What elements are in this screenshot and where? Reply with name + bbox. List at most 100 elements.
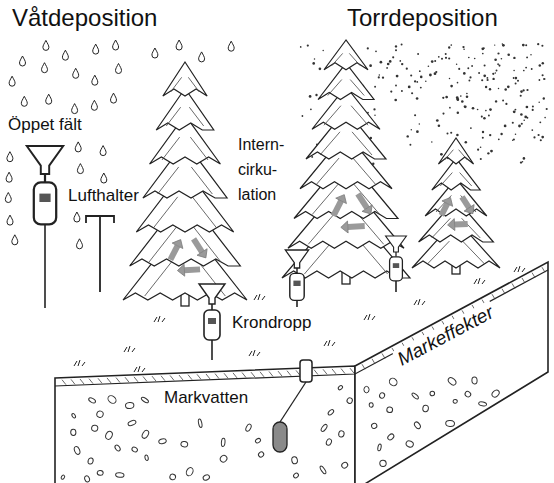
stone — [96, 410, 104, 418]
rain-drop — [113, 40, 119, 50]
dry-particle — [531, 129, 533, 131]
recycle-arrow — [194, 239, 203, 252]
dry-particle — [463, 48, 465, 50]
dry-particle — [431, 60, 434, 63]
dry-particle — [380, 61, 383, 64]
dry-particle — [495, 72, 497, 74]
dry-particle — [537, 43, 539, 45]
dry-particle — [538, 101, 539, 102]
stone — [387, 433, 395, 441]
open-field-sampler — [27, 146, 63, 224]
dry-particle — [441, 58, 443, 60]
tree-twigs — [332, 53, 361, 65]
grass-tuft — [124, 346, 135, 352]
humus-hatch — [161, 376, 165, 381]
recycle-arrow — [348, 223, 365, 230]
stone — [447, 376, 457, 386]
tree-branches — [324, 40, 368, 70]
sampler-pole — [44, 224, 46, 308]
stone — [84, 475, 91, 482]
humus-hatch — [522, 278, 525, 283]
rain-drop — [43, 40, 49, 50]
rain-drop — [6, 172, 12, 182]
dry-particle — [416, 130, 419, 133]
humus-hatch — [269, 371, 273, 376]
rain-drop — [199, 52, 205, 62]
recycle-arrow — [184, 266, 200, 273]
dry-particle — [494, 58, 497, 61]
recycle-arrow — [462, 197, 469, 208]
dry-particle — [450, 132, 452, 134]
dry-particle — [386, 67, 388, 69]
dry-particle — [416, 97, 419, 100]
dry-particle — [367, 47, 369, 49]
stone — [104, 430, 113, 440]
dry-particle — [515, 83, 517, 85]
dry-particle — [440, 153, 443, 156]
dry-particle — [532, 105, 534, 107]
rain-drop — [77, 164, 83, 174]
tree-twigs — [328, 80, 364, 96]
stone — [327, 409, 334, 416]
stone — [446, 420, 455, 427]
dry-particle — [401, 90, 403, 92]
rain-drop — [62, 50, 68, 60]
dry-particle — [448, 57, 450, 59]
dry-particle — [416, 81, 418, 83]
dry-particle — [502, 99, 504, 101]
stone — [319, 465, 327, 474]
rain-drop — [228, 41, 234, 51]
dry-particle — [520, 113, 523, 116]
tree-branches — [438, 138, 473, 164]
dry-particle — [525, 44, 527, 46]
humus-hatch — [80, 379, 84, 384]
dry-particle — [515, 134, 517, 136]
rain-drop — [77, 239, 83, 249]
stone — [219, 454, 228, 463]
stone — [422, 405, 428, 412]
dry-particle — [465, 141, 468, 144]
dry-particle — [446, 96, 448, 98]
dry-particle — [523, 157, 526, 160]
sampler-pole — [296, 300, 298, 307]
dry-particle — [411, 92, 413, 94]
tree-twigs — [440, 173, 471, 186]
dry-particle — [395, 45, 397, 47]
stone — [158, 438, 166, 444]
dry-particle — [483, 74, 486, 77]
humus-hatch — [215, 374, 219, 379]
dry-particle — [390, 91, 392, 93]
dry-particle — [419, 70, 421, 72]
rain-drop — [46, 94, 52, 104]
tree-branches — [412, 219, 500, 268]
dry-particle — [504, 125, 507, 128]
dry-particle — [467, 67, 469, 69]
sampler-label: Markvatten — [162, 388, 250, 408]
recycle-arrow — [441, 204, 447, 216]
humus-hatch — [332, 369, 336, 374]
dry-particle — [488, 115, 490, 117]
stone — [198, 419, 203, 428]
dry-particle — [425, 81, 427, 83]
dry-particle — [477, 149, 479, 151]
dry-particle — [417, 53, 419, 55]
stone — [320, 424, 328, 433]
dry-particle — [396, 75, 399, 78]
humus-hatch — [260, 372, 264, 377]
stone — [405, 440, 414, 448]
humus-hatch — [362, 364, 365, 369]
dry-particle — [541, 45, 543, 47]
humus-hatch — [502, 289, 505, 294]
stone — [491, 389, 501, 399]
dry-particle — [458, 68, 460, 70]
dry-particle — [512, 140, 513, 141]
stone — [325, 438, 332, 446]
stone — [202, 474, 210, 481]
stone — [114, 444, 121, 452]
humus-hatch — [323, 369, 327, 374]
dry-particle — [492, 73, 494, 75]
dry-particle — [434, 72, 437, 75]
dry-particle — [497, 63, 499, 65]
